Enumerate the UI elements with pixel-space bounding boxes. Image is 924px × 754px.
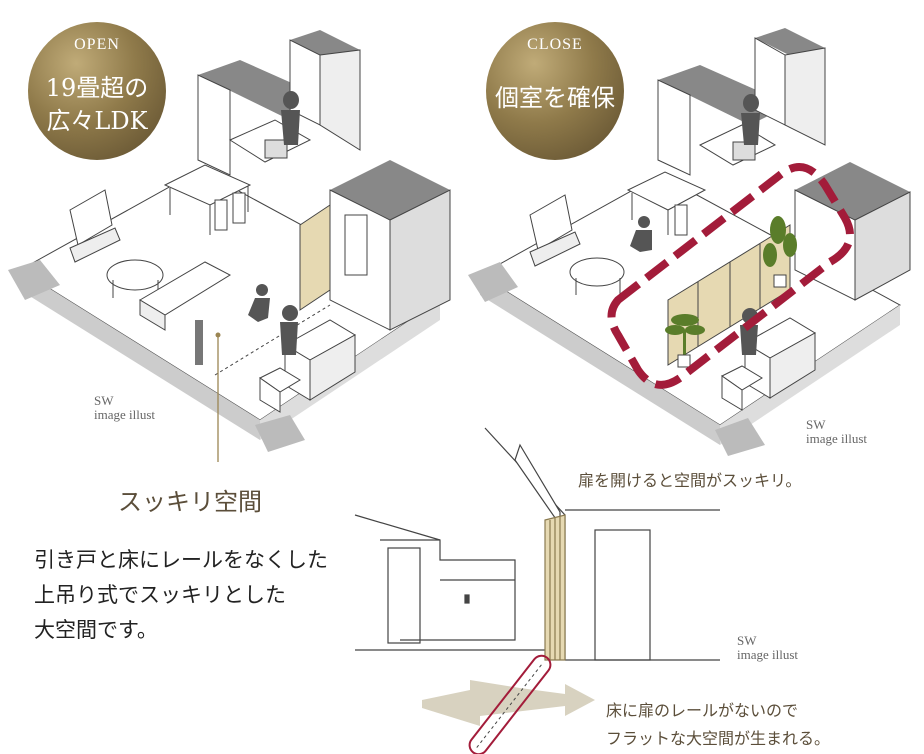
credit-right: SW image illust <box>806 418 867 446</box>
credit-left-line2: image illust <box>94 407 156 422</box>
flat-floor-note: 床に扉のレールがないので フラットな大空間が生まれる。 <box>606 701 831 748</box>
feature-title: スッキリ空間 <box>118 488 262 516</box>
open-room-illustration <box>8 30 451 452</box>
leader-dot <box>215 332 221 338</box>
elevation-illustration <box>354 427 720 661</box>
close-line1: 個室を確保 <box>495 84 615 112</box>
close-label: CLOSE <box>527 36 583 53</box>
open-badge: OPEN 19畳超の 広々LDK <box>28 22 166 160</box>
door-open-note: 扉を開けると空間がスッキリ。 <box>578 471 802 490</box>
credit-right-line1: SW <box>806 417 826 432</box>
credit-bottom-line1: SW <box>737 633 757 648</box>
highlight-outline <box>607 163 854 389</box>
open-line1: 19畳超の <box>45 74 149 102</box>
credit-left-line1: SW <box>94 393 114 408</box>
credit-bottom-line2: image illust <box>737 647 799 662</box>
credit-bottom: SW image illust <box>737 634 798 662</box>
close-room-illustration <box>468 28 911 456</box>
open-line2: 広々LDK <box>46 107 148 135</box>
floor-arrow <box>422 680 595 726</box>
credit-left: SW image illust <box>94 394 155 422</box>
credit-right-line2: image illust <box>806 431 868 446</box>
feature-description: 引き戸と床にレールをなくした 上吊り式でスッキリとした 大空間です。 <box>34 548 328 642</box>
close-badge: CLOSE 個室を確保 <box>486 22 624 160</box>
open-label: OPEN <box>74 36 120 53</box>
